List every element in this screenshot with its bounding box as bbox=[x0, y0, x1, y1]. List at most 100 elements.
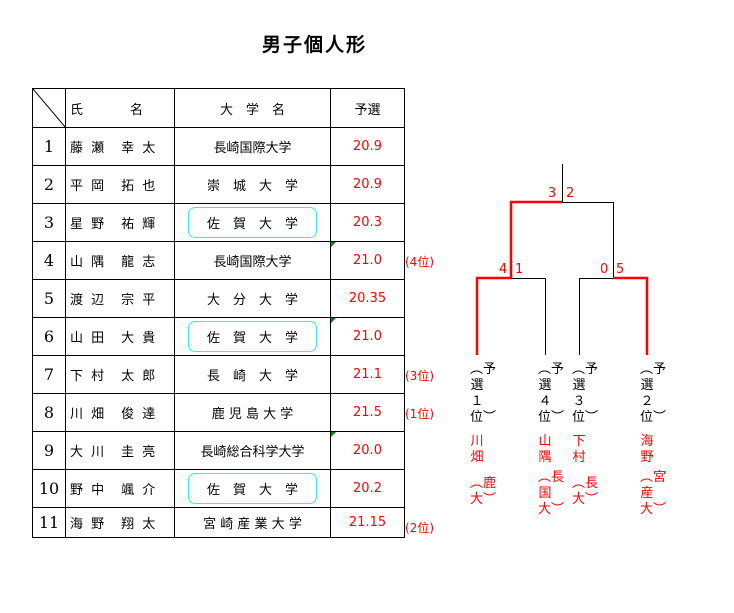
athlete-name: 山 田 大 貴 bbox=[65, 317, 175, 356]
prelim-score: 20.35 bbox=[348, 291, 387, 306]
university-name: 大 分 大 学 bbox=[206, 293, 298, 308]
athlete-name: 山 隅 龍 志 bbox=[65, 241, 175, 280]
university-name: 佐 賀 大 学 bbox=[206, 217, 298, 232]
prelim-score: 21.0 bbox=[353, 329, 382, 344]
prelim-score: 20.0 bbox=[353, 443, 382, 458]
university-cell: 崇 城 大 学 bbox=[174, 165, 331, 204]
slot-university: ︵長大︶ bbox=[572, 476, 599, 507]
seed-label: ︵予選１位︶ bbox=[470, 362, 497, 425]
header-name: 氏 名 bbox=[65, 88, 175, 128]
university-cell: 佐 賀 大 学 bbox=[174, 469, 331, 508]
bracket-lines-winner bbox=[475, 200, 649, 355]
prelim-rank: (1位) bbox=[405, 407, 434, 421]
athlete-name: 川 畑 俊 達 bbox=[65, 393, 175, 432]
seed-label: ︵予選２位︶ bbox=[640, 362, 667, 425]
entry-number: 9 bbox=[32, 431, 66, 470]
header-prelim: 予選 bbox=[330, 88, 405, 128]
comment-marker-icon bbox=[331, 432, 336, 437]
final-score-right: 2 bbox=[566, 186, 575, 201]
prelim-score: 20.9 bbox=[353, 177, 382, 192]
entry-number: 11 bbox=[32, 507, 66, 538]
university-cell: 鹿 児 島 大 学 bbox=[174, 393, 331, 432]
bracket-lines-black bbox=[511, 164, 614, 355]
prelim-score-cell: 21.1 bbox=[330, 355, 405, 394]
bracket-slot: ︵予選３位︶ 下村 ︵長大︶ bbox=[572, 362, 599, 508]
prelim-rank: (3位) bbox=[405, 369, 434, 383]
comment-marker-icon bbox=[331, 318, 336, 323]
prelim-score-cell: 21.15 bbox=[330, 507, 405, 538]
table-row: 7 下 村 太 郎 長 崎 大 学 21.1 bbox=[32, 355, 405, 394]
table-row: 8 川 畑 俊 達 鹿 児 島 大 学 21.5 bbox=[32, 393, 405, 432]
semi2-score-left: 0 bbox=[600, 262, 609, 277]
university-cell: 長崎総合科学大学 bbox=[174, 431, 331, 470]
university-name: 佐 賀 大 学 bbox=[206, 331, 298, 346]
slot-university: ︵鹿大︶ bbox=[470, 476, 497, 507]
university-cell: 長崎国際大学 bbox=[174, 127, 331, 166]
seed-label: ︵予選３位︶ bbox=[572, 362, 599, 425]
university-name: 崇 城 大 学 bbox=[206, 179, 298, 194]
slot-athlete: 下村 bbox=[572, 434, 586, 465]
slot-athlete: 川畑 bbox=[470, 434, 484, 465]
table-row: 11 海 野 翔 太 宮 崎 産 業 大 学 21.15 bbox=[32, 507, 405, 538]
entry-number: 1 bbox=[32, 127, 66, 166]
university-name: 宮 崎 産 業 大 学 bbox=[203, 517, 302, 532]
table-row: 4 山 隅 龍 志 長崎国際大学 21.0 bbox=[32, 241, 405, 280]
athlete-name: 野 中 颯 介 bbox=[65, 469, 175, 508]
university-cell: 佐 賀 大 学 bbox=[174, 317, 331, 356]
table-row: 6 山 田 大 貴 佐 賀 大 学 21.0 bbox=[32, 317, 405, 356]
semi2-score-right: 5 bbox=[616, 262, 625, 277]
prelim-rank: (2位) bbox=[405, 521, 434, 535]
university-highlight: 佐 賀 大 学 bbox=[187, 473, 317, 504]
entry-number: 5 bbox=[32, 279, 66, 318]
prelim-score-cell: 20.9 bbox=[330, 127, 405, 166]
entry-number: 7 bbox=[32, 355, 66, 394]
university-cell: 宮 崎 産 業 大 学 bbox=[174, 507, 331, 538]
prelim-score: 21.15 bbox=[348, 515, 387, 530]
athlete-name: 下 村 太 郎 bbox=[65, 355, 175, 394]
prelim-score: 20.3 bbox=[353, 215, 382, 230]
prelim-rank: (4位) bbox=[405, 255, 434, 269]
semi1-score-left: 4 bbox=[499, 262, 508, 277]
athlete-name: 平 岡 拓 也 bbox=[65, 165, 175, 204]
prelim-score: 21.0 bbox=[353, 253, 382, 268]
university-cell: 長崎国際大学 bbox=[174, 241, 331, 280]
entry-number: 10 bbox=[32, 469, 66, 508]
university-cell: 大 分 大 学 bbox=[174, 279, 331, 318]
table-row: 3 星 野 祐 輝 佐 賀 大 学 20.3 bbox=[32, 203, 405, 242]
bracket-slot: ︵予選１位︶ 川畑 ︵鹿大︶ bbox=[470, 362, 497, 508]
slot-athlete: 海野 bbox=[640, 434, 654, 465]
university-name: 佐 賀 大 学 bbox=[206, 483, 298, 498]
comment-marker-icon bbox=[331, 242, 336, 247]
slot-university: ︵長国大︶ bbox=[538, 470, 565, 517]
table-row: 2 平 岡 拓 也 崇 城 大 学 20.9 bbox=[32, 165, 405, 204]
diagonal-header-cell bbox=[32, 88, 66, 128]
slot-athlete: 山隅 bbox=[538, 434, 552, 465]
university-name: 長 崎 大 学 bbox=[206, 369, 298, 384]
table-row: 9 大 川 圭 亮 長崎総合科学大学 20.0 bbox=[32, 431, 405, 470]
final-score-left: 3 bbox=[548, 186, 557, 201]
bracket-slot: ︵予選２位︶ 海野 ︵宮産大︶ bbox=[640, 362, 667, 518]
prelim-score: 20.2 bbox=[353, 481, 382, 496]
university-highlight: 佐 賀 大 学 bbox=[187, 321, 317, 352]
bracket-slot: ︵予選４位︶ 山隅 ︵長国大︶ bbox=[538, 362, 565, 518]
prelim-score: 21.1 bbox=[353, 367, 382, 382]
university-name: 長崎国際大学 bbox=[213, 255, 292, 270]
slot-university: ︵宮産大︶ bbox=[640, 470, 667, 517]
table-row: 10 野 中 颯 介 佐 賀 大 学 20.2 bbox=[32, 469, 405, 508]
page-title: 男子個人形 bbox=[262, 34, 368, 56]
university-name: 長崎国際大学 bbox=[213, 141, 292, 156]
university-highlight: 佐 賀 大 学 bbox=[187, 207, 317, 238]
university-name: 鹿 児 島 大 学 bbox=[211, 407, 294, 422]
prelim-score-cell: 20.3 bbox=[330, 203, 405, 242]
athlete-name: 渡 辺 宗 平 bbox=[65, 279, 175, 318]
prelim-score: 21.5 bbox=[353, 405, 382, 420]
seed-label: ︵予選４位︶ bbox=[538, 362, 565, 425]
university-name: 長崎総合科学大学 bbox=[200, 445, 305, 460]
university-cell: 佐 賀 大 学 bbox=[174, 203, 331, 242]
athlete-name: 海 野 翔 太 bbox=[65, 507, 175, 538]
prelim-score-cell: 20.9 bbox=[330, 165, 405, 204]
athlete-name: 星 野 祐 輝 bbox=[65, 203, 175, 242]
